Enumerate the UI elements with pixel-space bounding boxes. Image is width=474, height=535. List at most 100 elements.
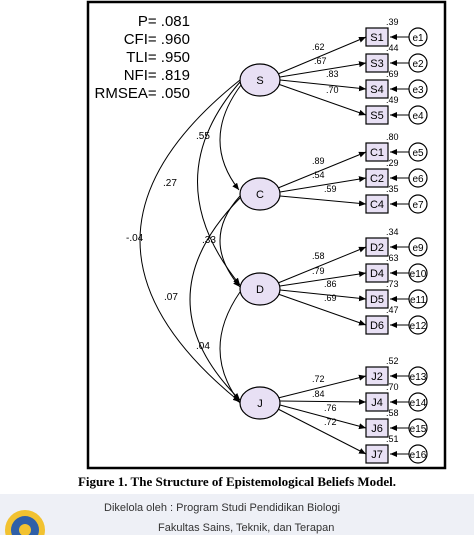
path-d-d5: [279, 289, 367, 302]
r-squared-label: .34: [386, 227, 399, 237]
latent-s-label: S: [256, 75, 263, 87]
r-squared-label: .80: [386, 132, 399, 142]
loading-label: .59: [324, 184, 337, 194]
figure-caption: Figure 1. The Structure of Epistemologic…: [77, 474, 397, 489]
loading-label: .86: [324, 279, 337, 289]
latent-d: D: [239, 272, 281, 306]
footer-faculty: Fakultas Sains, Teknik, dan Terapan: [158, 522, 335, 534]
university-logo-icon: [5, 510, 45, 535]
error-label: e4: [412, 111, 424, 122]
indicator-label: S1: [370, 32, 383, 44]
indicator-label: D6: [370, 320, 384, 332]
latent-j: J: [239, 386, 281, 420]
error-label: e7: [412, 200, 424, 211]
error-label: e1: [412, 33, 424, 44]
path-j-j6: [279, 404, 367, 430]
indicator-label: S5: [370, 110, 383, 122]
path-d-d6: [277, 293, 367, 326]
path-j-j2: [277, 374, 367, 399]
fit-cfi: CFI= .960: [124, 31, 190, 48]
indicator-label: S3: [370, 58, 383, 70]
path-c-c2: [279, 176, 367, 193]
indicator-label: D4: [370, 268, 384, 280]
fit-nfi: NFI= .819: [124, 67, 190, 84]
r-squared-label: .35: [386, 184, 399, 194]
fit-rmsea: RMSEA= .050: [95, 85, 190, 102]
loading-label: .72: [324, 417, 337, 427]
path-c-c1: [277, 151, 367, 189]
loading-label: .69: [324, 293, 337, 303]
loading-label: .70: [326, 85, 339, 95]
latent-j-label: J: [257, 398, 263, 410]
path-d-d2: [277, 246, 367, 284]
path-s-s1: [277, 36, 367, 75]
error-label: e14: [410, 398, 427, 409]
indicator-label: D5: [370, 294, 384, 306]
loading-label: .54: [312, 170, 325, 180]
loading-label: .84: [312, 389, 325, 399]
cov-d-j: [219, 284, 247, 404]
loading-label: .67: [314, 56, 327, 66]
error-label: e6: [412, 174, 424, 185]
cov-s-j: [139, 73, 248, 403]
indicator-label: C1: [370, 147, 384, 159]
error-label: e10: [410, 269, 427, 280]
path-s-s3: [279, 61, 367, 78]
indicator-j4: J4 e14 .70 .84: [312, 382, 428, 412]
cov-label-sc: .55: [196, 131, 210, 142]
footer-managed-by: Dikelola oleh : Program Studi Pendidikan…: [104, 502, 341, 514]
latent-s: S: [239, 63, 281, 97]
cov-label-cj: .07: [164, 292, 178, 303]
indicator-label: J7: [371, 449, 383, 461]
indicator-label: S4: [370, 84, 383, 96]
r-squared-label: .44: [386, 43, 399, 53]
covariance-arcs: [139, 73, 248, 404]
error-label: e5: [412, 148, 424, 159]
cov-label-sj: -.04: [126, 233, 144, 244]
indicator-label: C2: [370, 173, 384, 185]
loading-label: .83: [326, 69, 339, 79]
latent-c-label: C: [256, 189, 264, 201]
loading-label: .79: [312, 266, 325, 276]
loading-label: .89: [312, 156, 325, 166]
indicator-s4: S4 e3 .69 .83: [326, 69, 428, 99]
cov-label-cd: .33: [202, 235, 216, 246]
indicator-d4: D4 e10 .63 .79: [312, 253, 428, 283]
indicator-j7: J7 e16 .51 .72: [324, 417, 428, 464]
path-j-j7: [277, 408, 367, 455]
fit-tli: TLI= .950: [126, 49, 190, 66]
error-label: e2: [412, 59, 424, 70]
r-squared-label: .52: [386, 356, 399, 366]
error-label: e16: [410, 450, 427, 461]
path-s-s5: [277, 83, 367, 116]
error-arrows: [390, 34, 409, 457]
path-s-s4: [279, 79, 367, 92]
path-j-j4: [279, 398, 367, 405]
indicator-s3: S3 e2 .44 .67: [314, 43, 428, 73]
indicator-label: J2: [371, 371, 383, 383]
error-label: e15: [410, 424, 427, 435]
r-squared-label: .70: [386, 382, 399, 392]
cov-label-sd: .27: [163, 178, 177, 189]
error-label: e11: [410, 295, 426, 306]
latent-d-label: D: [256, 284, 264, 296]
sem-path-diagram: P= .081 CFI= .960 TLI= .950 NFI= .819 RM…: [86, 0, 447, 470]
r-squared-label: .63: [386, 253, 399, 263]
fit-p: P= .081: [138, 13, 190, 30]
error-label: e3: [412, 85, 424, 96]
r-squared-label: .51: [386, 434, 399, 444]
r-squared-label: .29: [386, 158, 399, 168]
indicator-label: J4: [371, 397, 383, 409]
r-squared-label: .69: [386, 69, 399, 79]
cov-s-d: [197, 74, 247, 286]
indicator-c2: C2 e6 .29 .54: [312, 158, 428, 188]
r-squared-label: .58: [386, 408, 399, 418]
latent-c: C: [239, 177, 281, 211]
